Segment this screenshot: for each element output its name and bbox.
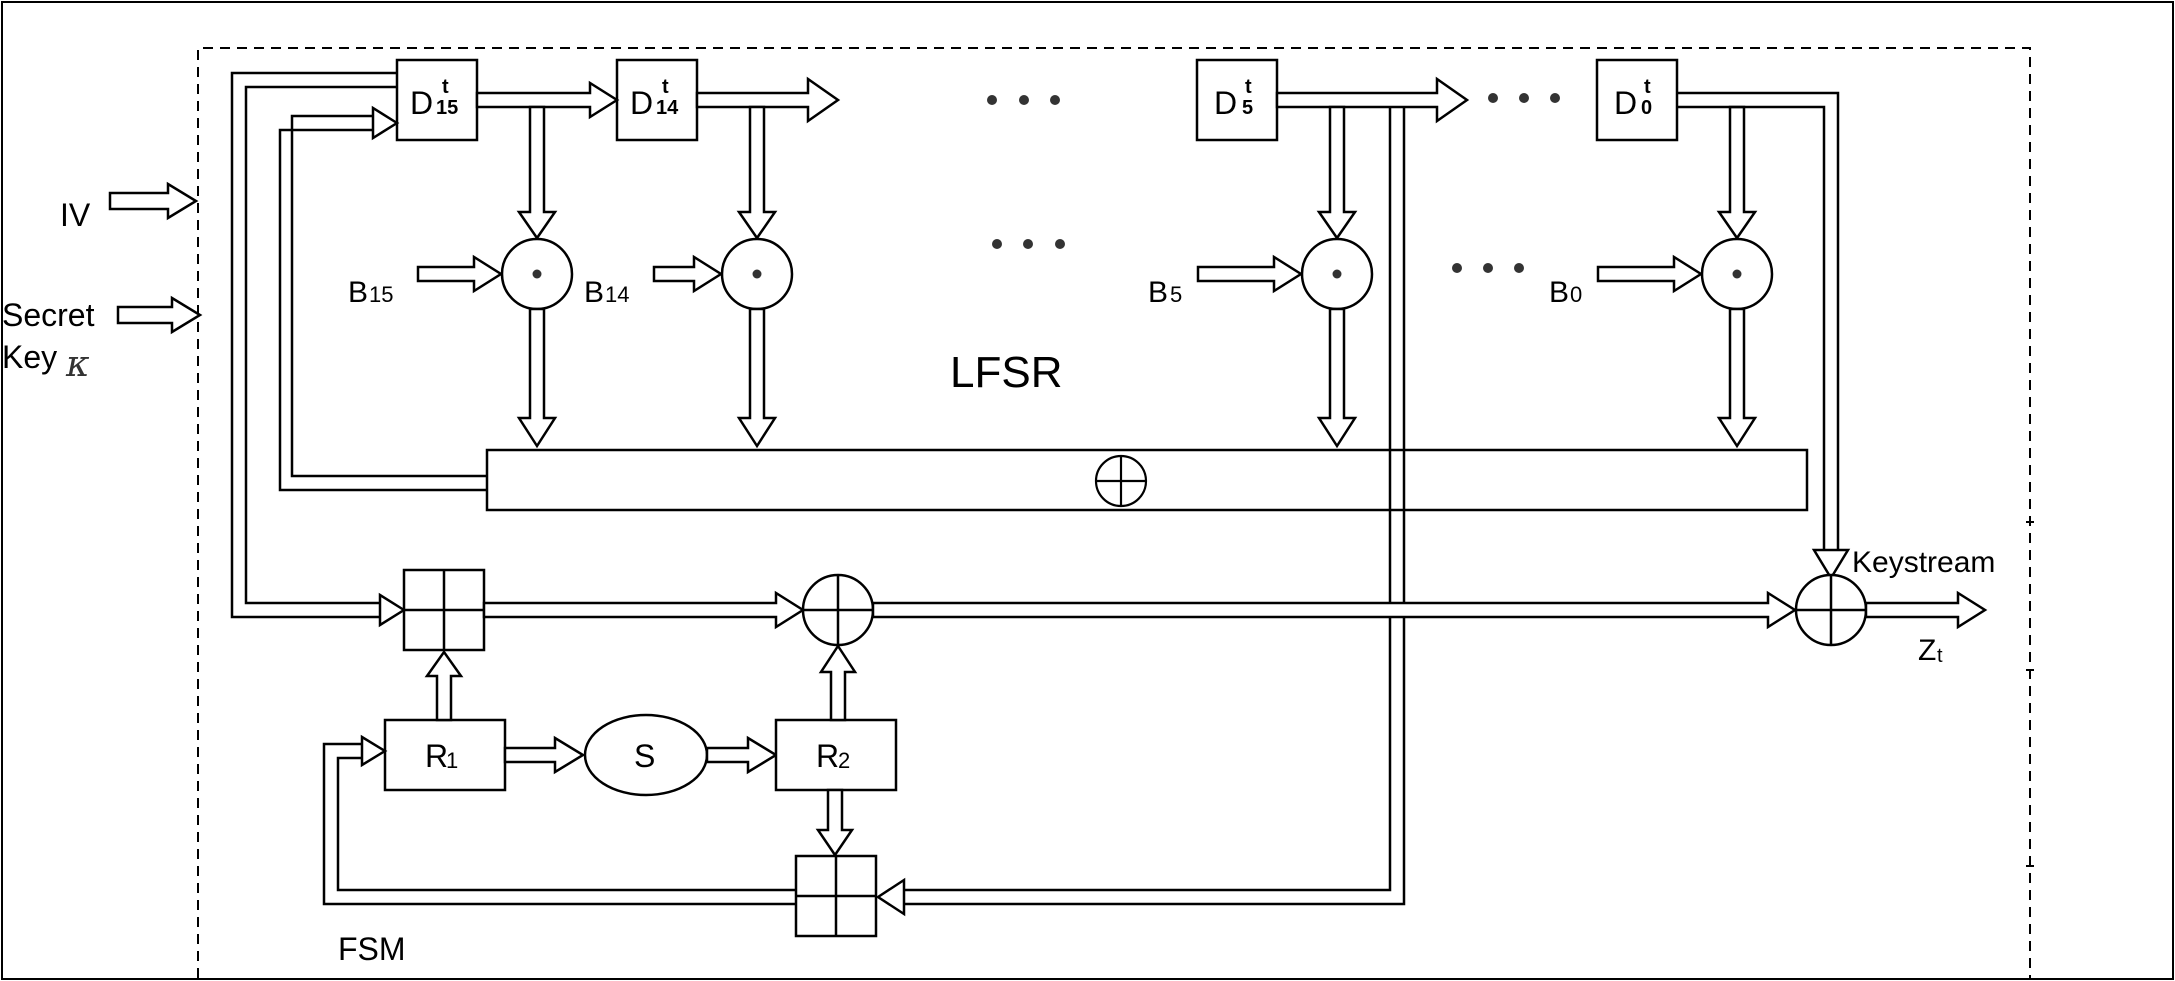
svg-text:15: 15	[369, 282, 393, 307]
secret-key-arrow	[116, 295, 203, 335]
svg-text:14: 14	[605, 282, 629, 307]
xor-to-keystream-arrow	[871, 590, 1798, 630]
tap-arrow-15	[516, 105, 558, 241]
s-box-label: S	[634, 738, 655, 774]
ellipsis-right	[1452, 263, 1524, 273]
svg-text:B: B	[348, 276, 368, 309]
svg-text:B: B	[1148, 276, 1168, 309]
r1-to-s-arrow	[503, 735, 586, 775]
svg-text:D: D	[1214, 85, 1237, 121]
tap-arrow-14	[736, 105, 778, 241]
d15-to-adder-path	[230, 71, 407, 628]
svg-text:5: 5	[1170, 282, 1182, 307]
fsm-adder-upper	[402, 568, 486, 652]
fsm-xor	[801, 573, 875, 647]
svg-text:0: 0	[1570, 282, 1582, 307]
multiplier-0	[1700, 237, 1774, 311]
fsm-adder-lower	[794, 854, 878, 938]
keystream-xor	[1794, 573, 1868, 647]
r2-label: R 2	[816, 738, 850, 774]
cipher-boundary	[197, 47, 2031, 978]
svg-text:B: B	[584, 276, 604, 309]
r1-label: R 1	[425, 738, 458, 774]
fsm-label: FSM	[338, 931, 406, 967]
coeff-arrow-5	[1196, 254, 1304, 294]
coeff-label-0: B 0	[1549, 276, 1582, 309]
coeff-label-5: B 5	[1148, 276, 1182, 309]
cell-label-14: D t 14	[630, 76, 679, 121]
coeff-label-14: B 14	[584, 276, 629, 309]
svg-text:1: 1	[446, 748, 458, 773]
r1-to-adder-arrow	[424, 649, 464, 722]
shift-arrow-14-out	[695, 76, 841, 124]
svg-text:D: D	[410, 85, 433, 121]
lower-adder-to-r1-path	[322, 734, 796, 906]
r2-to-xor-arrow	[818, 643, 858, 722]
product-arrow-5	[1316, 307, 1358, 449]
multiplier-14	[720, 237, 794, 311]
key-label: Key	[2, 339, 57, 375]
svg-text:t: t	[1644, 76, 1651, 98]
s-to-r2-arrow	[705, 735, 779, 775]
cell-label-5: D t 5	[1214, 76, 1253, 121]
coeff-arrow-0	[1596, 254, 1704, 294]
d5-to-lower-adder-path	[875, 107, 1406, 917]
adder-to-xor-arrow	[482, 590, 806, 630]
svg-text:t: t	[1245, 76, 1252, 98]
svg-text:t: t	[1937, 645, 1943, 667]
key-symbol: κ	[65, 344, 90, 385]
d0-to-keystream-path	[1677, 91, 1851, 581]
r2-to-lower-adder-arrow	[815, 788, 855, 858]
svg-text:t: t	[442, 76, 449, 98]
coeff-arrow-14	[652, 254, 724, 294]
xor-bar-symbol	[1094, 454, 1148, 508]
lfsr-cell-0	[1595, 58, 1679, 142]
svg-text:5: 5	[1242, 97, 1253, 119]
lfsr-cell-14	[615, 58, 699, 142]
svg-text:2: 2	[838, 748, 850, 773]
svg-text:R: R	[425, 738, 448, 774]
multiplier-15	[500, 237, 574, 311]
svg-text:B: B	[1549, 276, 1569, 309]
svg-text:14: 14	[656, 97, 679, 119]
product-arrow-14	[736, 307, 778, 449]
svg-text:0: 0	[1641, 97, 1652, 119]
zt-label: Z t	[1918, 634, 1943, 667]
boundary-ticks	[2026, 521, 2034, 867]
product-arrow-0	[1716, 307, 1758, 449]
ellipsis-middle	[992, 239, 1065, 249]
coeff-arrow-15	[416, 254, 504, 294]
tap-arrow-5	[1316, 105, 1358, 241]
svg-text:Z: Z	[1918, 634, 1936, 667]
svg-text:t: t	[662, 76, 669, 98]
register-r1	[383, 718, 507, 792]
ellipsis-top-right	[1488, 93, 1560, 103]
svg-text:D: D	[630, 85, 653, 121]
shift-arrow-5-out	[1275, 76, 1470, 124]
cell-label-15: D t 15	[410, 76, 458, 121]
coeff-label-15: B 15	[348, 276, 393, 309]
svg-text:15: 15	[436, 97, 458, 119]
iv-label: IV	[60, 197, 91, 233]
product-arrow-15	[516, 307, 558, 449]
iv-arrow	[108, 181, 199, 221]
output-arrow	[1864, 590, 1988, 630]
secret-label: Secret	[2, 297, 95, 333]
ellipsis-top	[987, 95, 1060, 105]
svg-text:D: D	[1614, 85, 1637, 121]
feedback-path	[278, 105, 487, 492]
register-r2	[774, 718, 898, 792]
lfsr-label: LFSR	[950, 348, 1062, 397]
multiplier-5	[1300, 237, 1374, 311]
svg-text:R: R	[816, 738, 839, 774]
shift-arrow-15-14	[475, 80, 620, 120]
lfsr-cell-15	[395, 58, 479, 142]
tap-arrow-0	[1716, 105, 1758, 241]
cell-label-0: D t 0	[1614, 76, 1652, 121]
keystream-label: Keystream	[1852, 546, 1995, 579]
